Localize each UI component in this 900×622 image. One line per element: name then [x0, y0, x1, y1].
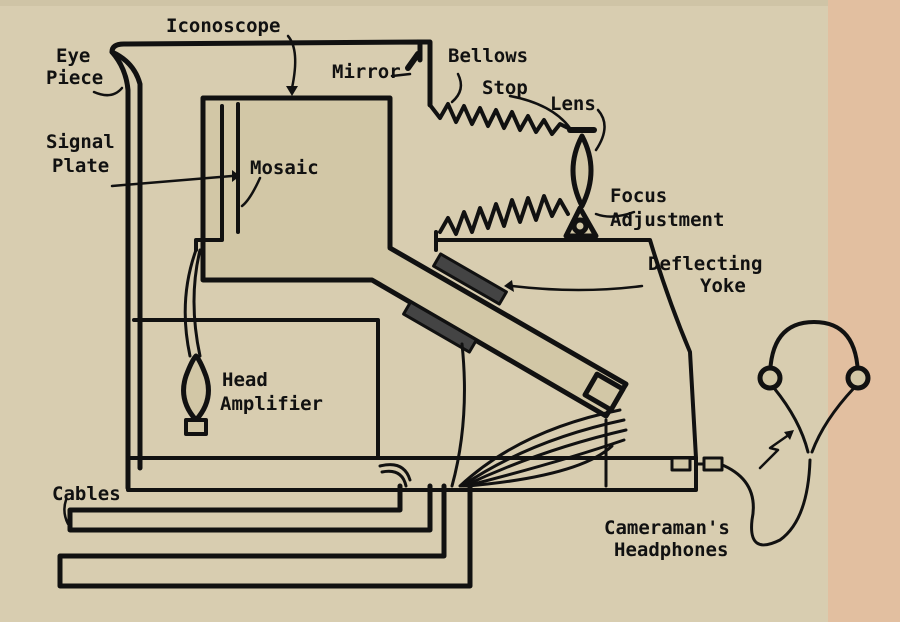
label-focus-adjustment-line1: Focus [610, 185, 668, 207]
paper-top-band [0, 0, 828, 6]
cable-upper [67, 483, 433, 533]
amp-cable-2 [380, 469, 408, 488]
label-eye-piece-line1: Eye [56, 45, 91, 67]
label-bellows: Bellows [448, 45, 529, 67]
cable-bundle-2 [460, 418, 626, 488]
label-mirror: Mirror [332, 61, 401, 83]
label-deflecting-yoke-line1: Deflecting [648, 253, 763, 275]
right-housing [434, 238, 698, 460]
lens [570, 133, 594, 209]
cable-bundle-5 [466, 444, 614, 488]
label-mosaic: Mosaic [250, 157, 319, 179]
head-amplifier-base [184, 418, 208, 436]
label-cables: Cables [52, 483, 121, 505]
eyepiece-inner-wall [109, 49, 143, 471]
arrowhead-yoke [504, 280, 514, 292]
yoke-coil-lower [402, 300, 478, 354]
arrow-cables [63, 498, 70, 526]
label-signal-plate-line1: Signal [46, 131, 115, 153]
arrow-iconoscope [286, 34, 297, 90]
headphone-jack [702, 456, 724, 472]
bellows-lower [438, 194, 570, 236]
arrow-headphones [758, 432, 792, 470]
headphone-right-ear [845, 365, 871, 391]
headphone-y-cord [772, 386, 856, 454]
label-deflecting-yoke-line2: Yoke [700, 275, 746, 297]
base-plate [126, 456, 698, 492]
amp-cable-1 [378, 463, 412, 482]
yoke-lead [450, 342, 466, 488]
label-signal-plate-line2: Plate [52, 155, 110, 177]
label-iconoscope: Iconoscope [166, 15, 281, 37]
arrow-yoke [510, 284, 644, 292]
mosaic-plate [194, 104, 224, 252]
arrowhead-iconoscope [286, 86, 298, 96]
cable-bundle-4 [464, 438, 626, 488]
arrow-signal-plate [110, 174, 234, 188]
label-head-amplifier-line2: Amplifier [220, 393, 323, 415]
arrowhead-headphones [784, 430, 794, 440]
headphone-left-ear [757, 365, 783, 391]
arrow-eyepiece [92, 86, 124, 97]
arrowhead-signal-plate [232, 170, 240, 182]
label-headphones-line2: Headphones [614, 539, 729, 561]
arrow-lens [594, 108, 606, 152]
arrow-focus [594, 210, 636, 218]
arrow-stop [508, 94, 572, 130]
cable-bundle-1 [458, 408, 622, 488]
label-lens: Lens [550, 93, 596, 115]
electron-gun-end [582, 371, 626, 413]
mirror [405, 51, 421, 71]
label-stop: Stop [482, 77, 528, 99]
focus-knob [571, 217, 589, 235]
signal-wire [183, 248, 198, 358]
label-headphones-line1: Cameraman's [604, 517, 730, 539]
label-head-amplifier-line1: Head [222, 369, 268, 391]
signal-wire-2 [192, 248, 202, 358]
cable-lower [57, 483, 473, 589]
headphone-plug [670, 456, 692, 472]
paper-right-edge [828, 0, 900, 622]
arrow-mosaic [240, 176, 262, 208]
headphone-band [768, 320, 860, 380]
head-amplifier-tube [181, 353, 211, 423]
headphone-cable [694, 458, 812, 547]
arrow-mirror [390, 72, 412, 78]
mirror-housing-outline [417, 39, 433, 108]
arrow-bellows [450, 72, 463, 104]
label-focus-adjustment-line2: Adjustment [610, 209, 725, 231]
label-eye-piece-line2: Piece [46, 67, 104, 89]
yoke-coil-upper [432, 252, 508, 306]
bellows-upper [428, 102, 574, 136]
